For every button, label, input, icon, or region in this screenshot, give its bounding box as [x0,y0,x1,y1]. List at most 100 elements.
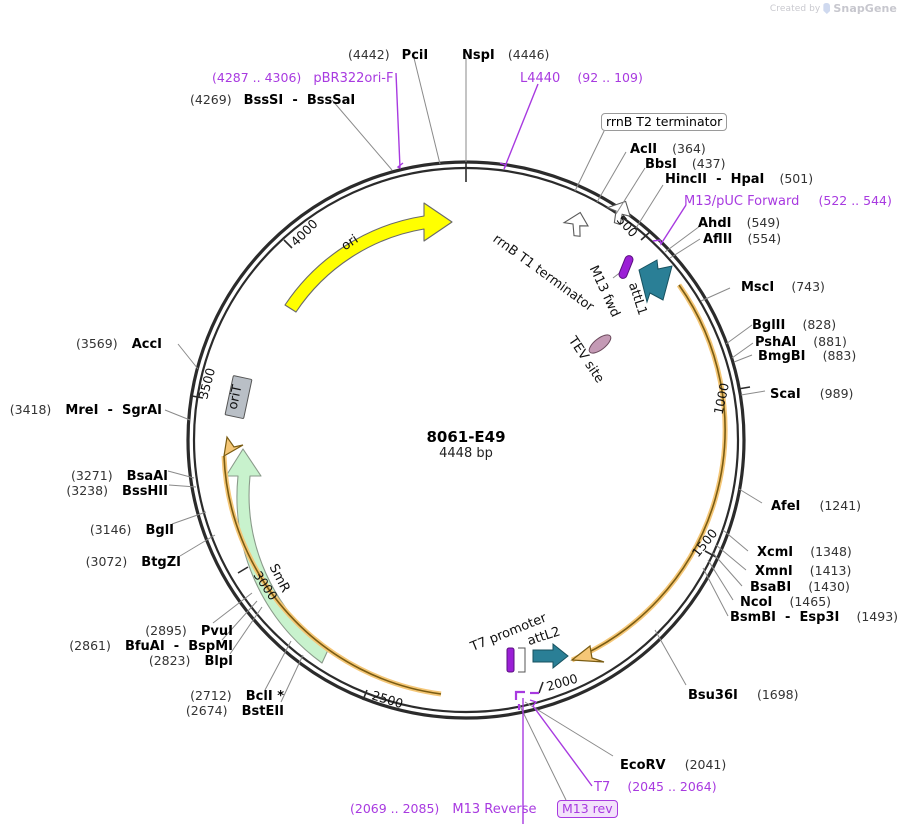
label-acc-i[interactable]: (3569) AccI [76,333,162,352]
label-afe-i[interactable]: AfeI (1241) [771,495,861,514]
enzyme-bsaa-i: BsaAI [126,469,168,484]
snapgene-watermark: Created by SnapGene [770,2,897,15]
label-afl-ii[interactable]: AflII (554) [703,228,781,247]
box-label-m13-rev: M13 rev [557,800,618,818]
box-label-rrnb-t2-terminator: rrnB T2 terminator [601,113,728,131]
position-acl-i: (364) [672,141,706,156]
label-bfua-i[interactable]: (2861) BfuAI - BspMI [69,635,233,654]
label-bbs-i[interactable]: BbsI (437) [645,153,726,172]
position-nsp-i: (4446) [507,47,550,62]
label-bsab-i[interactable]: BsaBI (1430) [750,576,850,595]
enzyme-acl-i: AclI [630,142,658,157]
page-title: 8061-E49 [426,428,506,446]
position-xcm-i: (1348) [810,544,852,559]
label-bss-si[interactable]: (4269) BssSI - BssSaI [190,89,355,108]
label-bsu36-i[interactable]: Bsu36I (1698) [688,684,799,703]
label-t7[interactable]: T7 (2045 .. 2064) [594,776,717,795]
position-sca-i: (989) [819,386,854,401]
position-msc-i: (743) [791,279,825,294]
enzyme-bcl-i: BclI * [245,689,284,704]
label-m13-puc-forward[interactable]: M13/pUC Forward (522 .. 544) [684,190,892,209]
label-rrnb-t2-terminator[interactable]: rrnB T2 terminator [601,111,728,131]
position-nco-i: (1465) [789,594,832,609]
enzyme-btgz-i: BtgZI [141,555,181,570]
feature-orit: oriT [224,375,253,419]
position-hinc-ii: (501) [779,171,814,186]
feature-label-orit: oriT [226,384,246,411]
position-bsab-i: (1430) [808,579,850,594]
label-bssh-ii[interactable]: (3238) BssHII [66,480,168,499]
label-nsp-i[interactable]: NspI (4446) [462,44,549,63]
leader-lines [164,57,766,824]
label-xmn-i[interactable]: XmnI (1413) [755,560,851,579]
feature-name-m13-puc-forward: M13/pUC Forward [684,194,800,209]
label-blp-i[interactable]: (2823) BlpI [149,650,233,669]
enzyme-pci-i: PciI [401,48,429,63]
position-bste-ii: (2674) [185,703,228,718]
range-t7: (2045 .. 2064) [627,779,717,794]
label-bsmb-i[interactable]: BsmBI - Esp3I (1493) [730,606,898,625]
enzyme-esp3-i: Esp3I [799,610,840,625]
range-m13-puc-forward: (522 .. 544) [818,193,892,208]
enzyme-hinc-ii: HincII [665,172,707,187]
enzyme-ecor-v: EcoRV [620,758,666,773]
label-xcm-i[interactable]: XcmI (1348) [757,541,852,560]
label-ahd-i[interactable]: AhdI (549) [698,212,780,231]
label-bste-ii[interactable]: (2674) BstEII [186,700,284,719]
label-l4440[interactable]: L4440 (92 .. 109) [520,67,643,86]
feature-name-m13-reverse: M13 Reverse [452,802,537,817]
label-sca-i[interactable]: ScaI (989) [770,383,853,402]
label-btgz-i[interactable]: (3072) BtgZI [86,551,181,570]
enzyme-bspm-i: BspMI [188,639,233,654]
position-bgl-ii: (828) [802,317,837,332]
label-bsaa-i[interactable]: (3271) BsaAI [71,465,168,484]
label-pbr322ori-f[interactable]: (4287 .. 4306) pBR322ori-F [212,67,393,86]
position-acc-i: (3569) [76,336,118,351]
label-acl-i[interactable]: AclI (364) [630,138,706,157]
label-bgl-i[interactable]: (3146) BglI [90,519,174,538]
enzyme-bbs-i: BbsI [645,157,677,172]
enzyme-nco-i: NcoI [740,595,773,610]
position-bss-si: (4269) [190,92,232,107]
label-m13-reverse[interactable]: (2069 .. 2085) M13 Reverse [350,798,537,817]
label-pvu-i[interactable]: (2895) PvuI [145,620,233,639]
tick-3500: 3500 [195,366,218,401]
enzyme-xmn-i: XmnI [755,564,793,579]
position-afe-i: (1241) [819,498,862,513]
enzyme-nsp-i: NspI [462,48,495,63]
enzyme-xcm-i: XcmI [757,545,794,560]
tick-1000: 1000 [711,381,732,415]
feature-label-m13-fwd: M13 fwd [586,263,623,319]
label-msc-i[interactable]: MscI (743) [741,276,825,295]
feature-orange-span-left [221,435,442,697]
enzyme-msc-i: MscI [741,280,775,295]
enzyme-bss-sai: BssSaI [306,93,356,108]
label-ecor-v[interactable]: EcoRV (2041) [620,754,726,773]
separator-mre-i: - [107,403,113,418]
snapgene-logo-icon [823,3,831,14]
position-xmn-i: (1413) [809,563,852,578]
enzyme-sca-i: ScaI [770,387,801,402]
range-pbr322ori-f: (4287 .. 4306) [212,70,302,85]
enzyme-bssh-ii: BssHII [122,484,168,499]
label-pci-i[interactable]: (4442) PciI [348,44,428,63]
label-bgl-ii[interactable]: BglII (828) [752,314,836,333]
label-bmgb-i[interactable]: BmgBI (883) [758,345,856,364]
label-nco-i[interactable]: NcoI (1465) [740,591,831,610]
feature-orange-span-right [570,283,728,663]
feature-tev-site: TEV site [564,333,612,386]
label-bcl-i[interactable]: (2712) BclI * [190,685,284,704]
label-mre-i[interactable]: (3418) MreI - SgrAI [10,399,162,418]
plasmid-size: 4448 bp [439,446,493,461]
enzyme-ahd-i: AhdI [698,216,732,231]
range-m13-reverse: (2069 .. 2085) [350,801,440,816]
feature-name-pbr322ori-f: pBR322ori-F [313,71,394,86]
label-m13-rev[interactable]: M13 rev [557,798,618,818]
label-hinc-ii[interactable]: HincII - HpaI (501) [665,168,813,187]
label-psha-i[interactable]: PshAI (881) [755,331,847,350]
position-bgl-i: (3146) [89,522,132,537]
feature-smr: SmR [225,448,329,664]
feature-name-t7: T7 [594,780,611,795]
enzyme-bsab-i: BsaBI [750,580,792,595]
